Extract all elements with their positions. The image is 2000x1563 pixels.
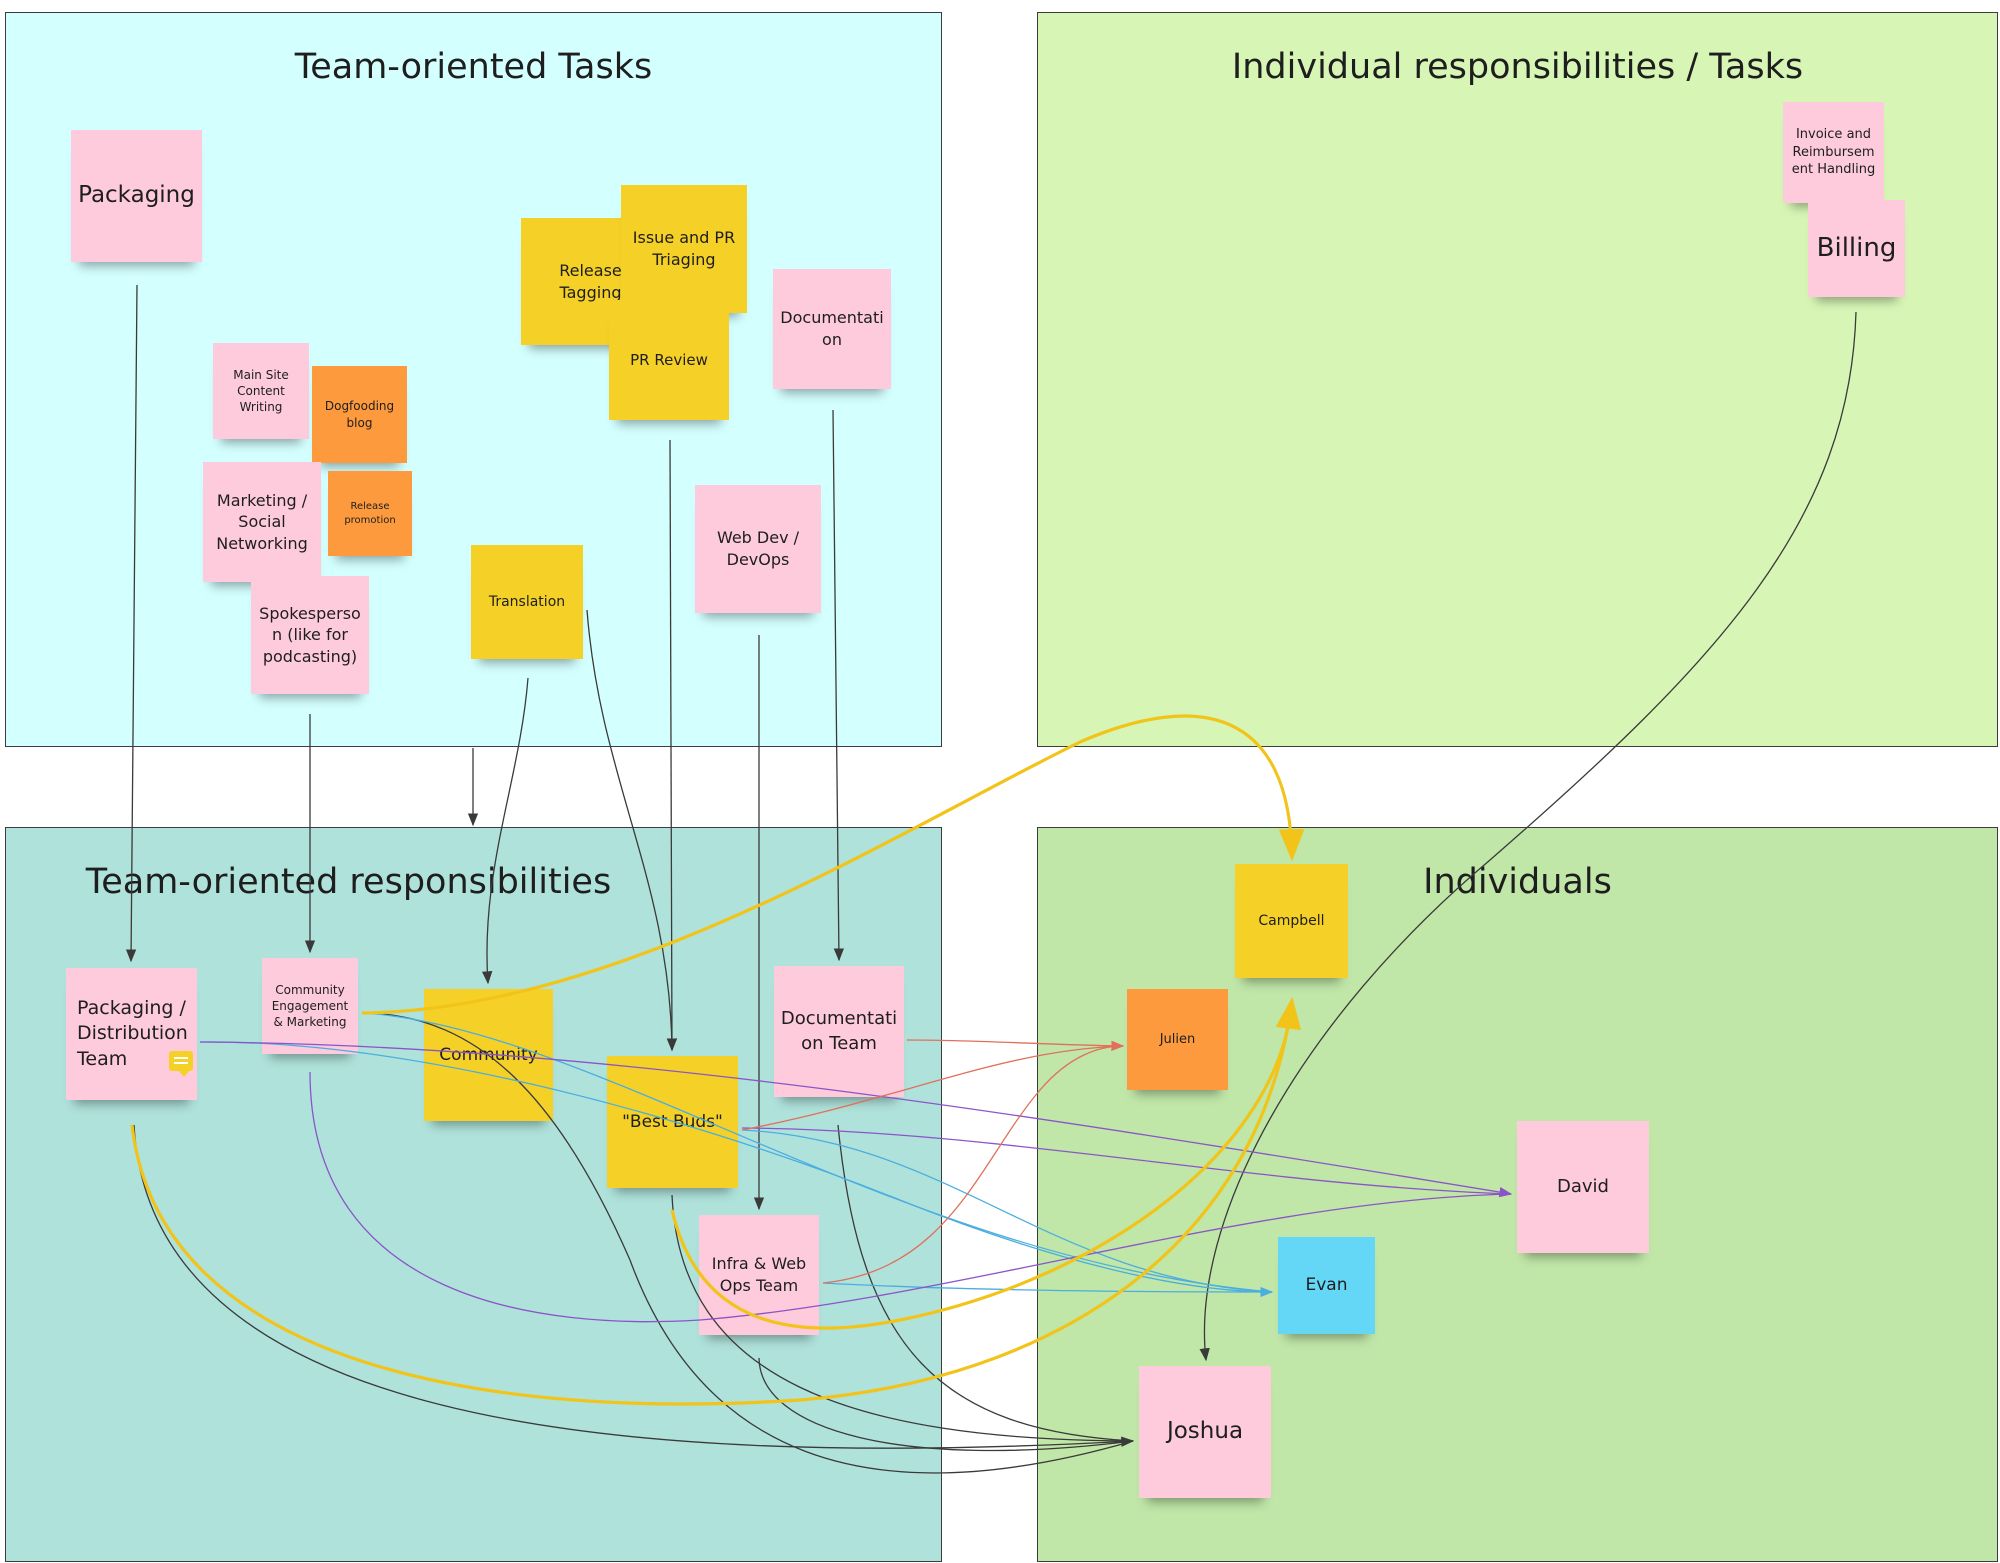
note-packaging[interactable]: Packaging (71, 130, 202, 262)
note-infra-web-ops-team[interactable]: Infra & Web Ops Team (699, 1215, 819, 1335)
comment-icon[interactable] (169, 1051, 193, 1077)
note-julien[interactable]: Julien (1127, 989, 1228, 1090)
note-community[interactable]: Community (424, 989, 553, 1121)
note-invoice-handling[interactable]: Invoice and Reimbursem ent Handling (1783, 102, 1884, 203)
frame-title-team-responsibilities: Team-oriented responsibilities (85, 862, 612, 902)
comment-tail-shape (179, 1071, 189, 1077)
note-main-site-content[interactable]: Main Site Content Writing (213, 343, 309, 439)
frame-team-oriented-responsibilities[interactable]: Team-oriented responsibilities (5, 827, 942, 1562)
note-web-dev-devops[interactable]: Web Dev / DevOps (695, 485, 821, 613)
frame-title-team-tasks: Team-oriented Tasks (294, 47, 653, 87)
note-dogfooding-blog[interactable]: Dogfooding blog (312, 366, 407, 463)
note-packaging-distribution-team[interactable]: Packaging / Distribution Team (66, 968, 197, 1100)
note-translation[interactable]: Translation (471, 545, 583, 659)
note-spokesperson[interactable]: Spokesperso n (like for podcasting) (251, 576, 369, 694)
frame-title-individuals: Individuals (1423, 862, 1612, 902)
note-pr-review[interactable]: PR Review (609, 300, 729, 420)
note-evan[interactable]: Evan (1278, 1237, 1375, 1334)
note-community-engagement[interactable]: Community Engagement & Marketing (262, 958, 358, 1054)
note-documentation-team[interactable]: Documentati on Team (774, 966, 904, 1097)
note-campbell[interactable]: Campbell (1235, 864, 1348, 978)
note-documentation[interactable]: Documentati on (773, 269, 891, 389)
note-issue-pr-triaging[interactable]: Issue and PR Triaging (621, 185, 747, 313)
note-marketing-social[interactable]: Marketing / Social Networking (203, 462, 321, 582)
note-billing[interactable]: Billing (1808, 200, 1905, 297)
note-best-buds[interactable]: "Best Buds" (607, 1056, 738, 1188)
note-release-promotion[interactable]: Release promotion (328, 471, 412, 556)
frame-title-individual-tasks: Individual responsibilities / Tasks (1231, 47, 1804, 87)
note-david[interactable]: David (1517, 1121, 1649, 1253)
note-joshua[interactable]: Joshua (1139, 1366, 1271, 1498)
